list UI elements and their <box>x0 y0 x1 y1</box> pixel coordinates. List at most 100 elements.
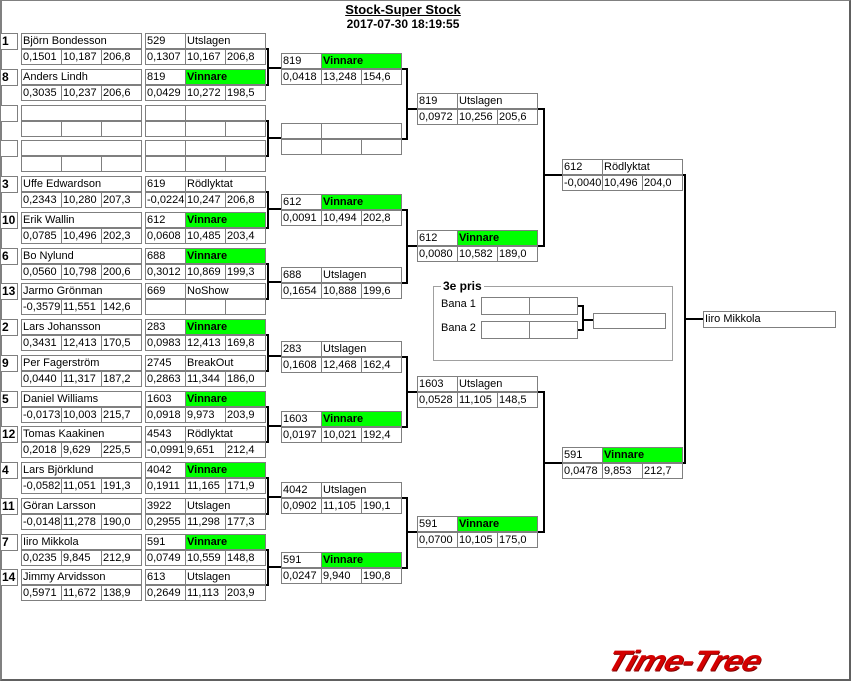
round2-car-number: 688 <box>281 267 322 283</box>
qualifying-stat-2: 10,237 <box>61 85 102 101</box>
qualifying-stat-1: 0,5971 <box>21 585 62 601</box>
round2-stat-2: 11,105 <box>321 498 362 514</box>
round2-stat-2: 12,468 <box>321 357 362 373</box>
round1-result-stat-3: 203,9 <box>225 585 266 601</box>
final-stat-1: 0,0478 <box>562 463 603 479</box>
round1-result-stat-2 <box>185 299 226 315</box>
round1-result-car-number <box>145 140 186 156</box>
round1-result-car-number: 1603 <box>145 391 186 407</box>
qualifying-stat-1: 0,1501 <box>21 49 62 65</box>
round2-stat-3: 154,6 <box>361 69 402 85</box>
seed-number <box>0 105 18 122</box>
round3-stat-2: 10,582 <box>457 246 498 262</box>
qualifying-stat-2: 11,317 <box>61 371 102 387</box>
round1-result-status: Vinnare <box>185 319 266 335</box>
round2-stat-1: 0,1608 <box>281 357 322 373</box>
lane-1-cell-a <box>481 297 530 315</box>
round1-result-stat-3: 203,9 <box>225 407 266 423</box>
round1-result-stat-1 <box>145 121 186 137</box>
round3-car-number: 1603 <box>417 376 458 392</box>
round2-stat-1: 0,0902 <box>281 498 322 514</box>
qualifying-stat-1: 0,0560 <box>21 264 62 280</box>
round1-result-stat-2 <box>185 156 226 172</box>
qualifying-stat-3: 190,0 <box>101 514 142 530</box>
seed-number: 11 <box>0 498 18 515</box>
round3-stat-1: 0,0700 <box>417 532 458 548</box>
round1-result-car-number: 3922 <box>145 498 186 514</box>
round1-result-stat-2: 11,165 <box>185 478 226 494</box>
qualifying-stat-3: 215,7 <box>101 407 142 423</box>
round1-result-status: Utslagen <box>185 569 266 585</box>
round1-result-stat-1: 0,2955 <box>145 514 186 530</box>
round1-result-status <box>185 105 266 121</box>
qualifying-stat-2 <box>61 156 102 172</box>
seed-number: 4 <box>0 462 18 479</box>
round1-result-stat-3: 148,8 <box>225 550 266 566</box>
round1-result-stat-3 <box>225 156 266 172</box>
driver-name: Lars Björklund <box>21 462 142 478</box>
round1-result-stat-1: 0,0429 <box>145 85 186 101</box>
qualifying-stat-3: 138,9 <box>101 585 142 601</box>
qualifying-stat-1: -0,0582 <box>21 478 62 494</box>
round1-result-stat-1: 0,2649 <box>145 585 186 601</box>
round1-result-car-number: 619 <box>145 176 186 192</box>
lane-2-cell-b <box>529 321 578 339</box>
qualifying-stat-3: 200,6 <box>101 264 142 280</box>
round1-result-car-number: 4543 <box>145 426 186 442</box>
round2-status: Vinnare <box>321 411 402 427</box>
qualifying-stat-2: 10,187 <box>61 49 102 65</box>
qualifying-stat-2: 11,051 <box>61 478 102 494</box>
round1-result-stat-2: 11,298 <box>185 514 226 530</box>
round1-result-stat-2: 9,651 <box>185 442 226 458</box>
round2-stat-3: 190,8 <box>361 568 402 584</box>
time-tree-logo: Time-Tree <box>602 644 766 678</box>
round1-result-stat-2 <box>185 121 226 137</box>
final-car-number: 591 <box>562 447 603 463</box>
round1-result-stat-1: 0,1307 <box>145 49 186 65</box>
qualifying-stat-1: 0,0235 <box>21 550 62 566</box>
round1-result-car-number <box>145 105 186 121</box>
round2-stat-2: 10,021 <box>321 427 362 443</box>
round2-stat-3: 202,8 <box>361 210 402 226</box>
round3-stat-3: 175,0 <box>497 532 538 548</box>
round1-result-stat-3: 186,0 <box>225 371 266 387</box>
seed-number: 9 <box>0 355 18 372</box>
qualifying-stat-2: 9,629 <box>61 442 102 458</box>
round1-result-car-number: 688 <box>145 248 186 264</box>
qualifying-stat-3 <box>101 121 142 137</box>
qualifying-stat-2: 9,845 <box>61 550 102 566</box>
round2-status: Vinnare <box>321 53 402 69</box>
driver-name <box>21 140 142 156</box>
final-stat-3: 212,7 <box>642 463 683 479</box>
round2-stat-3: 190,1 <box>361 498 402 514</box>
round2-stat-1: 0,0197 <box>281 427 322 443</box>
round1-result-stat-1 <box>145 299 186 315</box>
driver-name: Anders Lindh <box>21 69 142 85</box>
round1-result-car-number: 591 <box>145 534 186 550</box>
third-place-label: 3e pris <box>441 279 484 293</box>
round2-stat-1: 0,0418 <box>281 69 322 85</box>
round1-result-car-number: 819 <box>145 69 186 85</box>
round2-car-number: 4042 <box>281 482 322 498</box>
round3-status: Vinnare <box>457 516 538 532</box>
round2-stat-3: 199,6 <box>361 283 402 299</box>
round1-result-stat-1: 0,2863 <box>145 371 186 387</box>
round3-stat-2: 11,105 <box>457 392 498 408</box>
round2-status: Vinnare <box>321 552 402 568</box>
round1-result-status <box>185 140 266 156</box>
qualifying-stat-3: 170,5 <box>101 335 142 351</box>
qualifying-stat-3: 142,6 <box>101 299 142 315</box>
round1-result-status: Rödlyktat <box>185 426 266 442</box>
qualifying-stat-3: 225,5 <box>101 442 142 458</box>
round1-result-stat-3: 198,5 <box>225 85 266 101</box>
round1-result-stat-1: 0,1911 <box>145 478 186 494</box>
seed-number: 7 <box>0 534 18 551</box>
lane-2-label: Bana 2 <box>441 322 476 334</box>
round3-car-number: 612 <box>417 230 458 246</box>
round1-result-status: Utslagen <box>185 33 266 49</box>
round1-result-stat-3 <box>225 121 266 137</box>
seed-number <box>0 140 18 157</box>
round1-result-stat-2: 10,485 <box>185 228 226 244</box>
round3-stat-3: 189,0 <box>497 246 538 262</box>
round1-result-status: Vinnare <box>185 391 266 407</box>
